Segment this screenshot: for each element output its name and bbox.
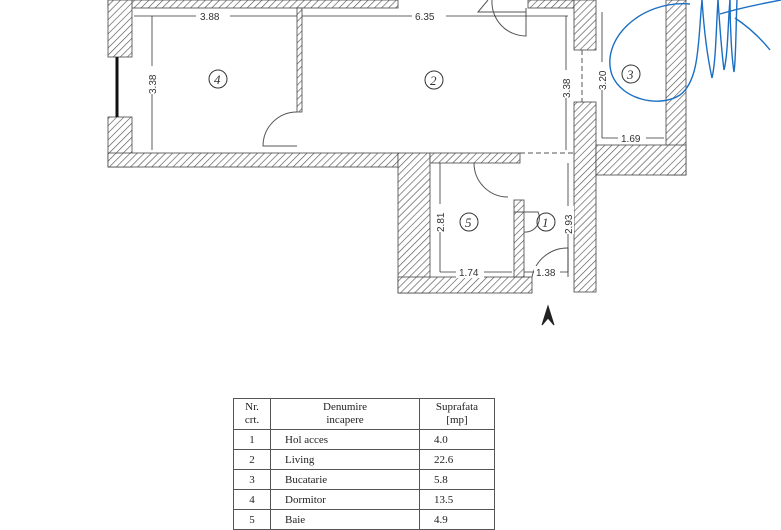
row-nr: 4 <box>233 489 271 510</box>
table-row: 1 Hol acces 4.0 <box>233 429 495 450</box>
row-area: 22.6 <box>419 449 495 470</box>
dim-kitchen-width: 1.69 <box>621 134 641 145</box>
table-row: 4 Dormitor 13.5 <box>233 489 495 510</box>
dim-room4-width: 3.88 <box>200 12 220 23</box>
row-area: 5.8 <box>419 469 495 490</box>
dimension-labels: 3.88 6.35 3.38 3.38 3.20 1.69 2.81 1.74 … <box>146 10 646 279</box>
row-nr: 3 <box>233 469 271 490</box>
row-name: Bucatarie <box>270 469 420 490</box>
header-area: Suprafata[mp] <box>419 398 495 430</box>
dim-room4-height: 3.38 <box>148 74 159 94</box>
row-area: 13.5 <box>419 489 495 510</box>
room-label-4: 4 <box>214 72 221 87</box>
floor-plan: 3.88 6.35 3.38 3.38 3.20 1.69 2.81 1.74 … <box>107 0 781 326</box>
pen-scribble-annotation <box>609 0 781 102</box>
dim-living-width: 6.35 <box>415 12 435 23</box>
entrance-arrow-icon <box>541 304 555 326</box>
room-label-1: 1 <box>542 215 549 230</box>
row-area: 4.0 <box>419 429 495 450</box>
dim-kitchen-height: 3.20 <box>598 70 609 90</box>
room-label-3: 3 <box>626 67 634 82</box>
dim-bath-width: 1.74 <box>459 268 479 279</box>
dim-hall-width: 1.38 <box>536 268 556 279</box>
dim-hall-height: 2.93 <box>564 214 575 234</box>
row-nr: 2 <box>233 449 271 470</box>
room-labels: 4 2 3 5 1 <box>208 64 641 232</box>
row-name: Living <box>270 449 420 470</box>
doors <box>262 0 569 278</box>
table-row: 3 Bucatarie 5.8 <box>233 469 495 490</box>
header-nr: Nr.crt. <box>233 398 271 430</box>
row-name: Dormitor <box>270 489 420 510</box>
room-label-5: 5 <box>465 215 472 230</box>
table-row: 2 Living 22.6 <box>233 449 495 470</box>
row-nr: 1 <box>233 429 271 450</box>
table-row: 5 Baie 4.9 <box>233 509 495 530</box>
row-name: Hol acces <box>270 429 420 450</box>
dim-living-height: 3.38 <box>562 78 573 98</box>
dim-bath-height: 2.81 <box>436 212 447 232</box>
walls <box>107 0 687 294</box>
row-area: 4.9 <box>419 509 495 530</box>
room-label-2: 2 <box>430 73 437 88</box>
